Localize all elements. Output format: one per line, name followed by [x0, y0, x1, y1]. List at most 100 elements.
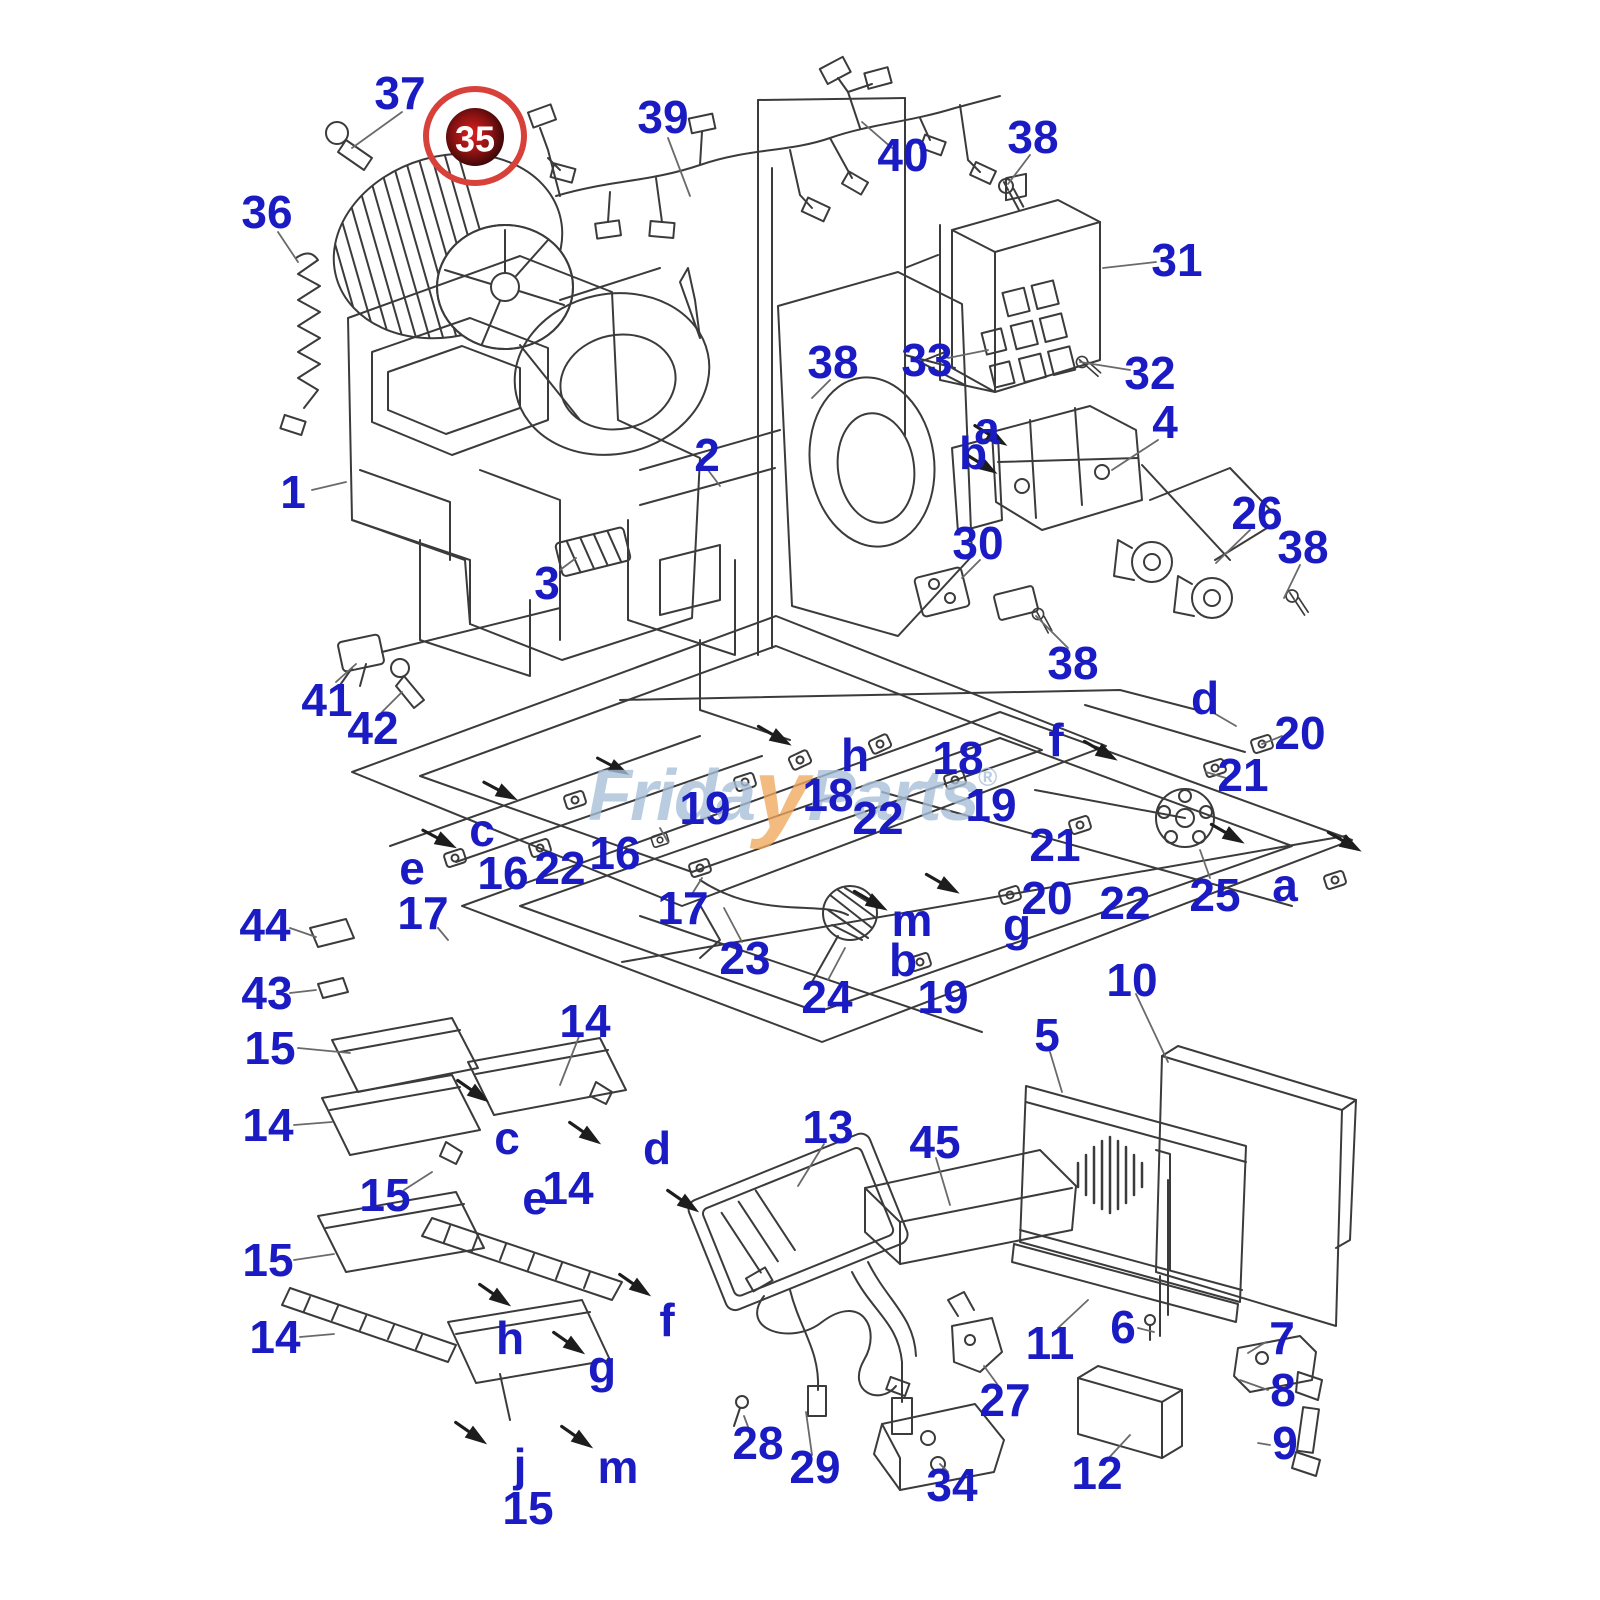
callout-15-63: 15 — [242, 1234, 293, 1286]
callout-38-16: 38 — [1277, 521, 1328, 573]
callout-b-13: b — [959, 427, 987, 479]
callout-a-12: a — [974, 402, 1000, 454]
part-41-42-drawing — [337, 607, 561, 709]
callout-22-28: 22 — [852, 792, 903, 844]
callout-d-55: d — [643, 1122, 671, 1174]
callout-27-77: 27 — [979, 1374, 1030, 1426]
flap-doors-lower-drawing — [281, 1191, 623, 1421]
callout-40-3: 40 — [877, 129, 928, 181]
callout-c-54: c — [494, 1112, 520, 1164]
callout-38-4: 38 — [1007, 111, 1058, 163]
callout-16-32: 16 — [589, 827, 640, 879]
callout-2-9: 2 — [694, 429, 720, 481]
callout-37-0: 37 — [374, 67, 425, 119]
callout-h-24: h — [841, 729, 869, 781]
blower-motor-drawing — [316, 142, 581, 421]
callout-44-49: 44 — [239, 899, 291, 951]
callout-e-36: e — [399, 842, 425, 894]
highlighted-part-marker: 35 — [423, 86, 527, 186]
bracket-27-drawing — [947, 1291, 1003, 1373]
condenser-drawing — [1011, 1045, 1357, 1341]
callout-c-35: c — [469, 804, 495, 856]
callout-33-6: 33 — [901, 334, 952, 386]
callout-45-60: 45 — [909, 1116, 960, 1168]
callout-j-68: j — [513, 1439, 527, 1491]
clips-drawing — [442, 732, 1348, 973]
pads-drawing — [309, 918, 355, 999]
callout-13-59: 13 — [802, 1101, 853, 1153]
bolt-37-drawing — [325, 121, 373, 171]
callout-9-75: 9 — [1272, 1417, 1298, 1469]
callout-24-40: 24 — [801, 971, 853, 1023]
callout-8-74: 8 — [1270, 1364, 1296, 1416]
linkage-rods-drawing — [389, 689, 1346, 1033]
callout-22-33: 22 — [534, 842, 585, 894]
resistor-45-drawing — [864, 1149, 1077, 1265]
callout-15-70: 15 — [502, 1482, 553, 1534]
actuator-drawing — [951, 405, 1231, 561]
callout-m-69: m — [598, 1441, 639, 1493]
coiled-hose-36-drawing — [279, 252, 321, 437]
callout-d-21: d — [1191, 672, 1219, 724]
callout-18-25: 18 — [932, 732, 983, 784]
callout-14-64: 14 — [249, 1311, 301, 1363]
callout-12-76: 12 — [1071, 1447, 1122, 1499]
callout-m-41: m — [892, 894, 933, 946]
control-box-drawing — [904, 172, 1105, 393]
callout-38-8: 38 — [807, 336, 858, 388]
leader-lines — [277, 111, 1301, 1473]
callout-f-26: f — [1048, 714, 1064, 766]
plate-34-drawing — [873, 1403, 1005, 1491]
callout-22-46: 22 — [1099, 877, 1150, 929]
callout-28-78: 28 — [732, 1417, 783, 1469]
callout-15-51: 15 — [244, 1022, 295, 1074]
callout-6-72: 6 — [1110, 1301, 1136, 1353]
callout-20-22: 20 — [1274, 707, 1325, 759]
callout-31-5: 31 — [1151, 234, 1202, 286]
callout-3-11: 3 — [534, 557, 560, 609]
callout-17-38: 17 — [657, 882, 708, 934]
part-3-drawing — [554, 526, 632, 577]
callout-14-58: 14 — [542, 1162, 594, 1214]
callout-21-23: 21 — [1217, 749, 1268, 801]
callout-1-10: 1 — [280, 466, 306, 518]
wiring-harness-drawing — [526, 55, 1001, 240]
callout-20-45: 20 — [1021, 872, 1072, 924]
line-art — [277, 55, 1367, 1491]
callout-e-57: e — [522, 1172, 548, 1224]
callout-19-30: 19 — [965, 779, 1016, 831]
fan-wheel-24-drawing — [811, 885, 879, 983]
callout-43-50: 43 — [241, 967, 292, 1019]
valve-group-drawing — [1159, 1275, 1323, 1477]
watermark-fridayparts: FridayParts® — [588, 738, 998, 850]
callout-f-66: f — [659, 1294, 675, 1346]
callout-16-34: 16 — [477, 847, 528, 899]
callout-17-37: 17 — [397, 887, 448, 939]
callout-21-31: 21 — [1029, 819, 1080, 871]
bracket-panel-drawing — [757, 97, 906, 656]
highlighted-part-number: 35 — [455, 119, 495, 160]
callout-11-71: 11 — [1026, 1317, 1075, 1369]
callout-7-73: 7 — [1269, 1312, 1295, 1364]
callout-38-18: 38 — [1047, 637, 1098, 689]
callout-10-62: 10 — [1106, 954, 1157, 1006]
callout-32-7: 32 — [1124, 347, 1175, 399]
callout-18-27: 18 — [802, 769, 853, 821]
cover-12-drawing — [1077, 1365, 1183, 1459]
callout-34-80: 34 — [926, 1459, 978, 1511]
callout-39-2: 39 — [637, 91, 688, 143]
callout-29-79: 29 — [789, 1441, 840, 1493]
disc-25-drawing — [1155, 788, 1215, 848]
callout-26-15: 26 — [1231, 487, 1282, 539]
callout-5-61: 5 — [1034, 1009, 1060, 1061]
callout-19-29: 19 — [679, 782, 730, 834]
callout-15-56: 15 — [359, 1169, 410, 1221]
switch-30-drawing — [913, 566, 1060, 635]
callout-g-44: g — [1003, 899, 1031, 951]
callout-42-20: 42 — [347, 702, 398, 754]
cable-29-drawing — [733, 1266, 911, 1427]
callout-23-39: 23 — [719, 932, 770, 984]
callout-h-65: h — [496, 1312, 524, 1364]
